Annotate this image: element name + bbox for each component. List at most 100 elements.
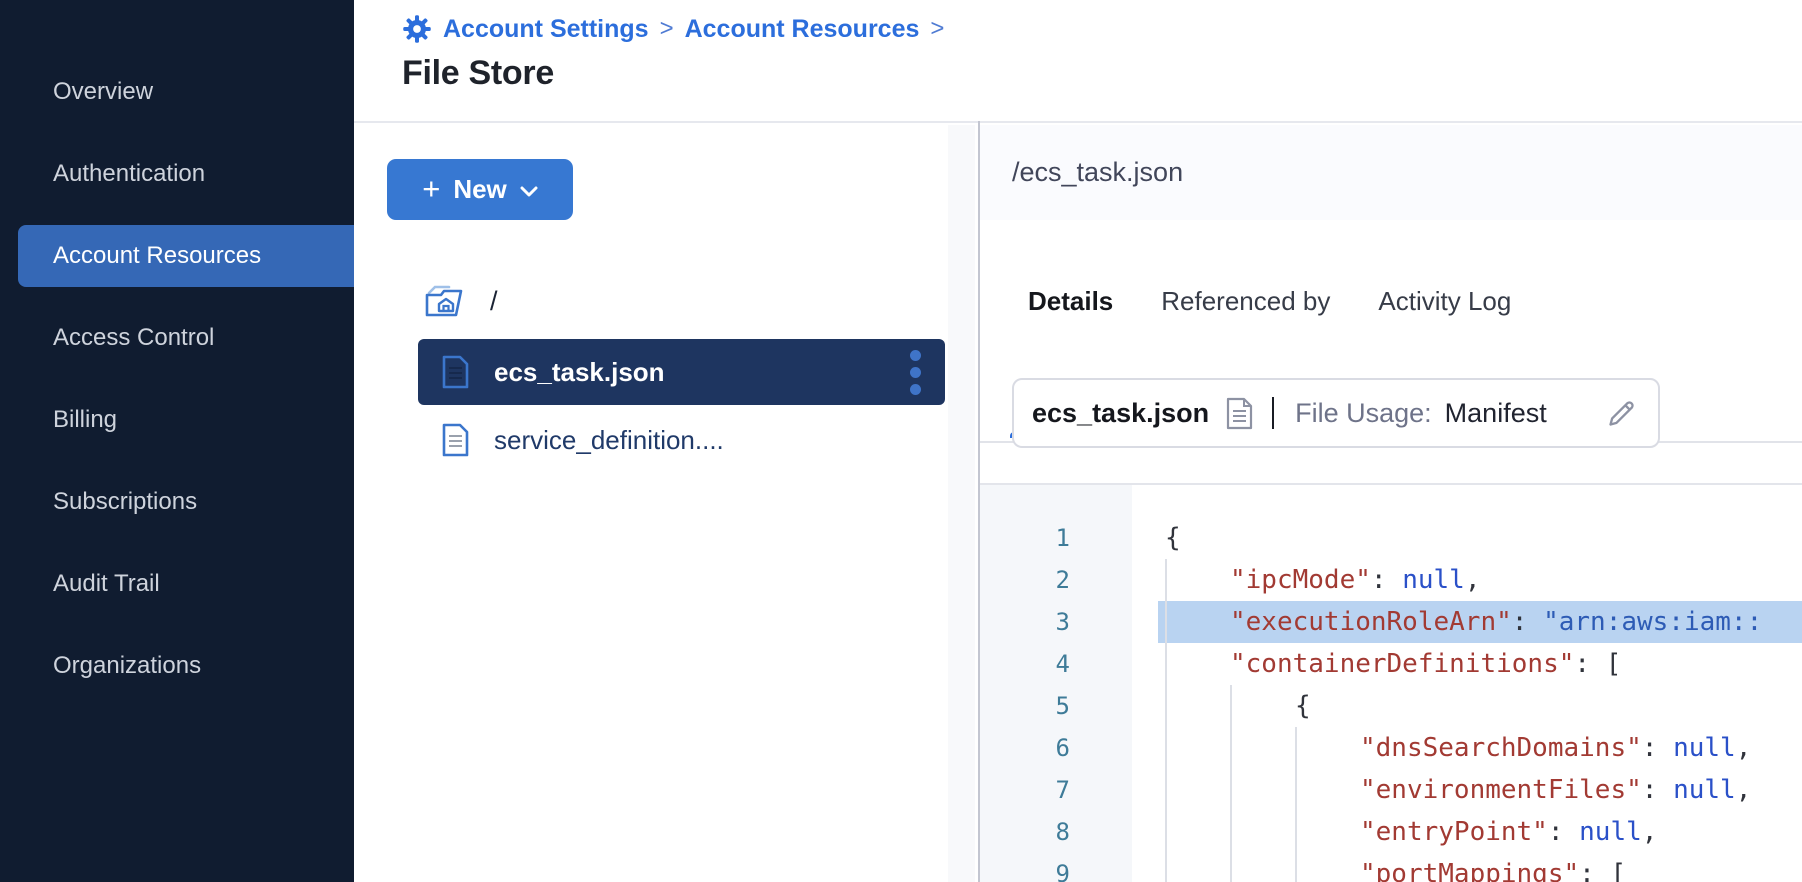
line-number-gutter [980,485,1132,882]
tab-label: Details [1028,286,1114,316]
code-line: 1{ [980,517,1802,559]
code-token: null [1579,817,1642,847]
code-token: : [1370,565,1403,595]
card-file-name: ecs_task.json [1032,397,1210,428]
code-line-content: "dnsSearchDomains": null, [1132,727,1802,769]
code-token: { [1295,691,1311,721]
tab[interactable]: Referenced by [1161,286,1330,317]
code-token: , [1464,565,1481,595]
code-token: , [1735,775,1752,805]
detail-tabs: Details Referenced by Activity Log [980,220,1802,443]
sidebar-item-label: Authentication [53,160,206,187]
code-line-content: "executionRoleArn": "arn:aws:iam:: [1132,601,1802,643]
code-token: : [1641,733,1674,763]
sidebar-item-label: Billing [53,406,118,433]
document-icon [1226,397,1253,430]
code-top-border [980,483,1802,485]
indent-guide [1230,811,1295,853]
file-usage-label: File Usage: [1295,397,1432,428]
indent-guide [1165,769,1230,811]
sidebar-item-label: Subscriptions [53,488,198,515]
indent-guide [1230,853,1295,882]
tab[interactable]: Details [1028,286,1113,317]
code-token: : [1511,607,1544,637]
new-button[interactable]: + New [387,159,573,220]
line-number: 7 [1055,776,1070,804]
code-token: : [1547,817,1580,847]
sidebar-item-label: Access Control [53,324,215,351]
indent-guide [1165,559,1230,601]
indent-guide [1165,853,1230,882]
line-number: 4 [1055,650,1070,678]
sidebar-item-label: Overview [53,78,154,105]
code-token: "containerDefinitions" [1230,649,1575,679]
breadcrumb-link[interactable]: Account Settings [443,14,649,43]
code-token: null [1673,775,1736,805]
code-line: 9"portMappings": [ [980,853,1802,882]
code-line: 8"entryPoint": null, [980,811,1802,853]
page-header: Account Settings>Account Resources> File… [354,0,1802,123]
indent-guide [1230,685,1295,727]
code-line: 7 "environmentFiles": null, [980,769,1802,811]
code-token: : [1574,649,1606,679]
line-number: 5 [1055,692,1070,720]
breadcrumb: Account Settings>Account Resources> [402,14,1802,44]
file-row[interactable]: service_definition.... [418,407,945,473]
code-line-content: { [1132,685,1802,727]
sidebar-item-label: Audit Trail [53,570,160,597]
indent-guide [1295,727,1360,769]
sidebar-item[interactable]: Authentication [0,143,354,205]
file-path-header: /ecs_task.json [980,125,1802,220]
indent-guide [1165,727,1230,769]
edit-usage-button[interactable] [1605,397,1638,430]
indent-guide [1165,601,1230,643]
code-token: : [1641,775,1674,805]
sidebar-item[interactable]: Billing [0,389,354,451]
breadcrumb-links: Account Settings>Account Resources> [443,15,944,44]
kebab-menu-icon[interactable] [906,346,925,399]
code-token: "executionRoleArn" [1230,607,1512,637]
plus-icon: + [422,170,441,206]
file-tree-panel: + New / [354,125,978,882]
root-folder-row[interactable]: / [425,283,498,319]
sidebar-item[interactable]: Overview [0,61,354,123]
sidebar-item[interactable]: Audit Trail [0,553,354,615]
indent-guide [1165,811,1230,853]
file-list: ecs_task.json service_definition.... [418,339,945,473]
file-usage-card: ecs_task.json File Usage: Manifest [1012,378,1660,448]
file-usage-value: Manifest [1444,397,1547,428]
line-number: 9 [1055,860,1070,882]
line-number: 3 [1055,608,1070,636]
code-line: 5{ [980,685,1802,727]
code-line-content: "environmentFiles": null, [1132,769,1802,811]
code-token: "arn:aws:iam:: [1543,607,1763,637]
tab[interactable]: Activity Log [1378,286,1511,317]
chevron-down-icon [520,186,538,197]
code-token: null [1402,565,1465,595]
line-number: 2 [1055,566,1070,594]
sidebar-item[interactable]: Access Control [0,307,354,369]
indent-guide [1295,769,1360,811]
gear-icon [402,14,432,44]
sidebar-item[interactable]: Subscriptions [0,471,354,533]
tree-scrollbar-track[interactable] [948,125,975,882]
tab-label: Activity Log [1378,286,1512,316]
indent-guide [1230,769,1295,811]
sidebar-item[interactable]: Organizations [0,635,354,697]
indent-guide [1295,811,1360,853]
breadcrumb-link[interactable]: Account Resources [684,14,920,43]
code-token: "portMappings" [1360,859,1580,882]
code-viewer: 1{ 2 "ipcMode": null, 3 "executionRoleArn": … [980,485,1802,882]
panel-divider [978,121,980,882]
code-token: [ [1610,859,1627,882]
code-line: 2 "ipcMode": null, [980,559,1802,601]
code-token: "ipcMode" [1230,565,1371,595]
sidebar-item[interactable]: Account Resources [18,225,354,287]
code-line-content: "ipcMode": null, [1132,559,1802,601]
code-token: [ [1605,649,1622,679]
indent-guide [1295,853,1360,882]
indent-guide [1230,727,1295,769]
file-row[interactable]: ecs_task.json [418,339,945,405]
vertical-divider [1272,397,1275,429]
